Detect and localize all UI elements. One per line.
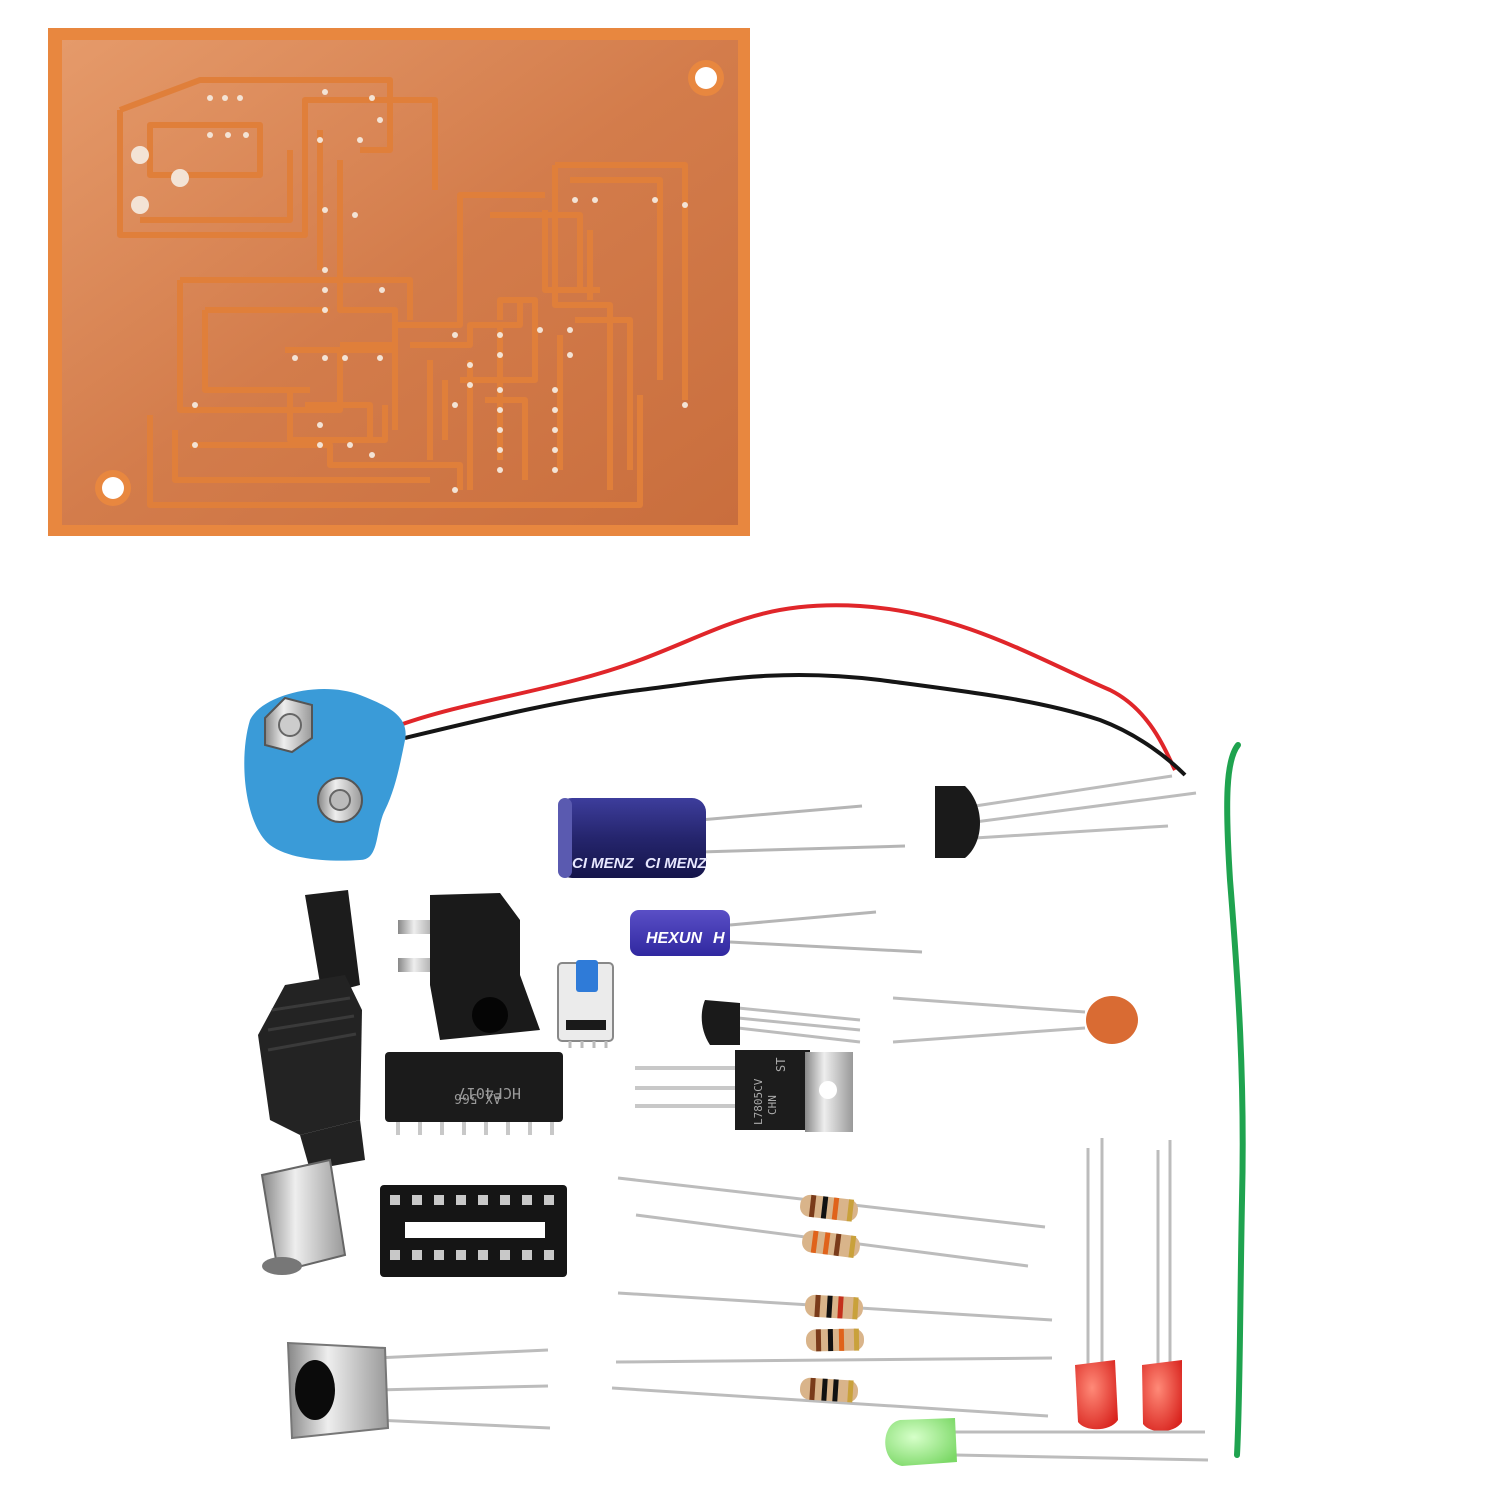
regulator-label-1: L7805CV — [752, 1078, 765, 1125]
dc-power-jack — [398, 893, 540, 1040]
ceramic-capacitor — [892, 996, 1138, 1044]
voltage-regulator-7805: ST L7805CV CHN — [635, 1050, 853, 1132]
resistor-3 — [617, 1291, 1053, 1322]
resistor-2 — [635, 1213, 1029, 1268]
pcb-traces — [117, 77, 688, 508]
large-electrolytic-capacitor: CI MENZ CI MENZ — [558, 798, 906, 878]
ic-chip-label-2: AX 566 — [454, 1090, 501, 1105]
pcb-board — [48, 28, 750, 536]
green-jumper-wire — [1224, 742, 1246, 1458]
pcb-pads — [131, 89, 688, 493]
red-wire — [399, 603, 1177, 771]
resistor-4 — [615, 1328, 1053, 1364]
large-cap-brand-a: CI MENZ — [572, 855, 635, 872]
resistor-1 — [617, 1176, 1046, 1229]
ic-chip-label-1: HCF4017 — [458, 1084, 521, 1102]
ic-chip-4017: HCF4017 AX 566 — [385, 1052, 563, 1135]
red-led-1 — [1075, 1138, 1118, 1430]
push-button — [557, 960, 614, 1048]
green-led — [885, 1418, 1209, 1466]
to92-transistor-large — [935, 774, 1197, 858]
red-led-2 — [1142, 1140, 1182, 1432]
resistor-5 — [611, 1377, 1049, 1418]
regulator-logo: ST — [774, 1058, 788, 1072]
dc-power-plug — [258, 890, 365, 1275]
to92-transistor-small — [701, 1000, 861, 1045]
regulator-label-2: CHN — [766, 1095, 779, 1115]
ic-socket — [380, 1185, 567, 1277]
battery-clip — [244, 689, 406, 861]
pcb-mounting-holes — [95, 60, 724, 506]
small-electrolytic-capacitor: HEXUN H — [630, 910, 923, 956]
large-cap-brand-b: CI MENZ — [645, 855, 708, 872]
black-wire — [404, 672, 1187, 777]
small-cap-brand-a: HEXUN — [646, 930, 702, 947]
small-cap-brand-b: H — [713, 930, 725, 947]
ir-receiver — [286, 1341, 551, 1440]
